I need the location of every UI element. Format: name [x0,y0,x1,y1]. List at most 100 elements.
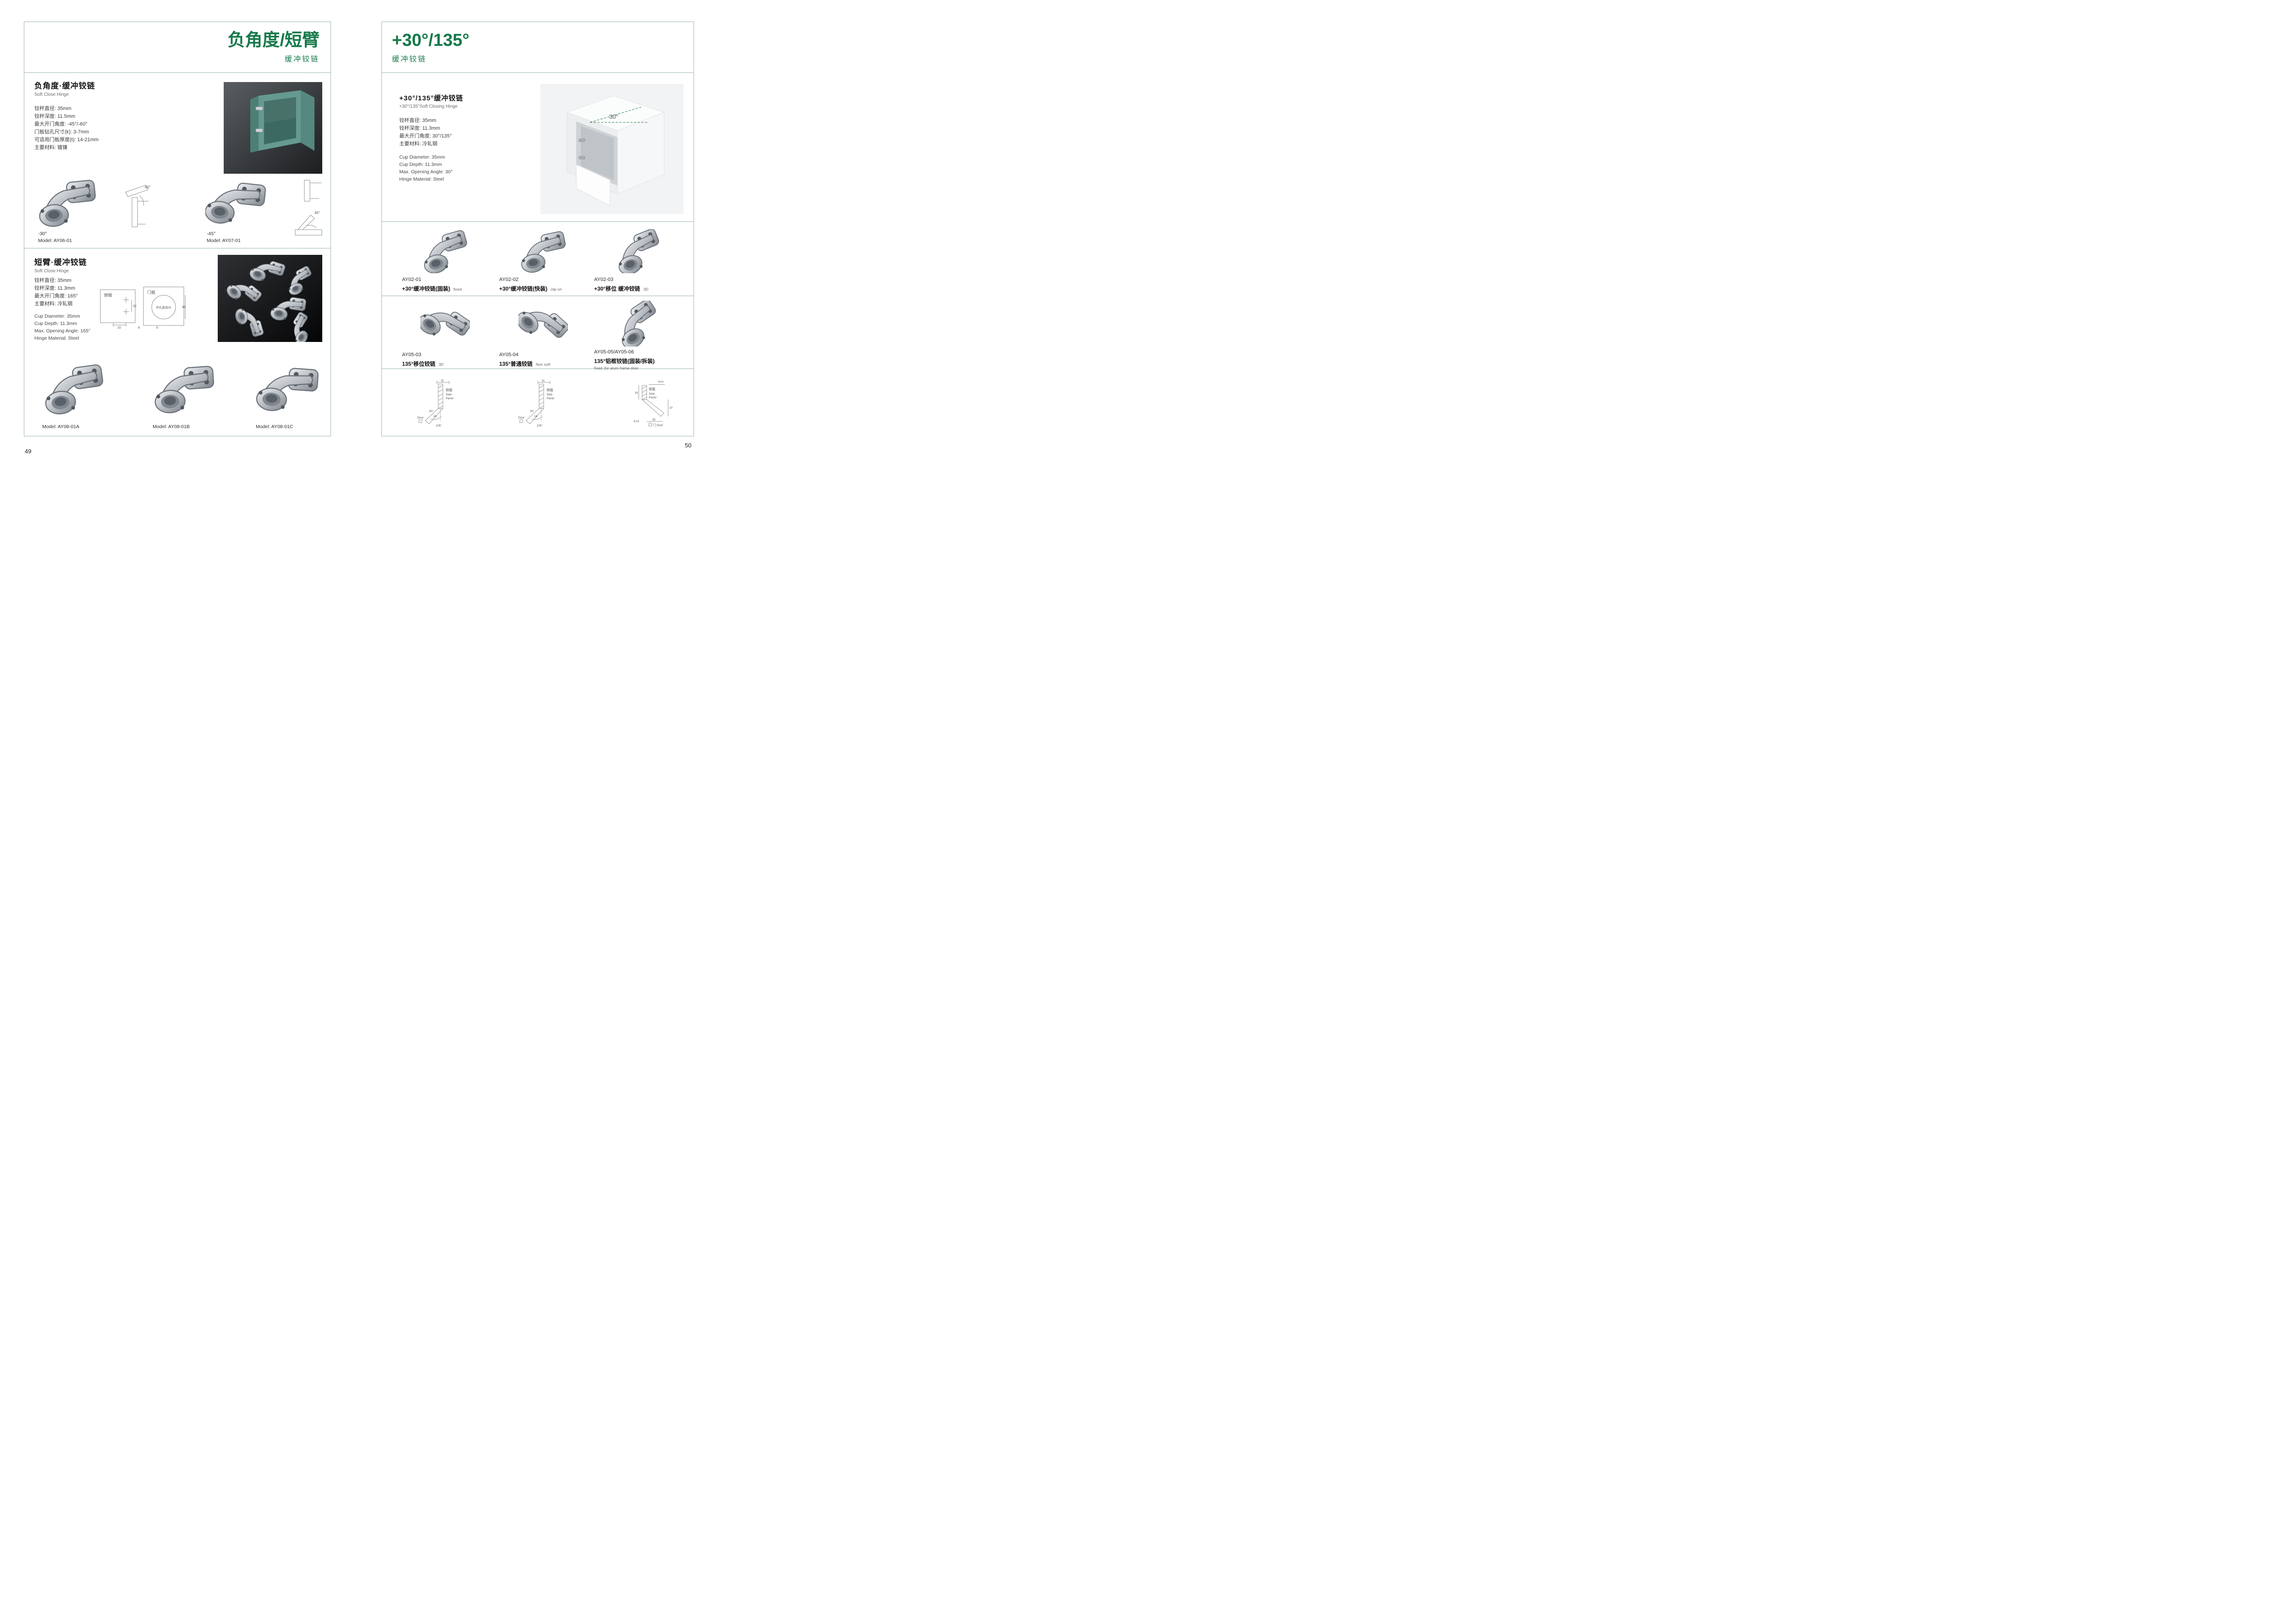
catalog-spread: 负角度/短臂 缓冲铰链 负角度·缓冲铰链 Soft Close Hinge 铰杯… [0,0,707,461]
spec-line: Max. Opening Angle: 165° [34,328,91,334]
product-name-text: 135°铝框铰链(固装/拆装) [594,358,655,364]
hinge-photo-ay08-01b [153,362,218,415]
section-subheading: Soft Close Hinge [34,92,69,97]
spec-line: 铰杯直径: 35mm [399,118,436,123]
spec-line: 最大开门角度: 30°/135° [399,133,452,139]
product-name-text: 135°移位铰链 [402,361,435,367]
spec-list-en: Cup Diameter: 35mm Cup Depth: 11.3mm Max… [399,154,452,183]
h-label: H=0 [658,380,664,384]
page-number-50: 50 [685,442,692,449]
left-page-header: 负角度/短臂 缓冲铰链 [24,22,331,73]
door-label: Door [417,416,424,419]
side-panel-en2: Panel [649,396,656,399]
k-label: K=5 [634,420,639,423]
technical-drawing-neg45: 45° [295,180,322,236]
section-heading: 负角度·缓冲铰链 [34,82,95,90]
spec-list-cn: 铰杯直径: 35mm 铰杯深度: 11.3mm 最大开门角度: 30°/135°… [399,117,452,148]
section-heading-block: +30°/135°缓冲铰链 +30°/135°Soft Closing Hing… [399,93,463,109]
spec-list-en: Cup Diameter: 35mm Cup Depth: 11.3mm Max… [34,313,90,342]
side-panel-en1: Side [649,392,655,396]
spec-line: Cup Diameter: 35mm [399,154,445,160]
product-code: AY02-02 [499,277,518,282]
product-cell-ay05-05: AY05-05/AY05-06 135°铝框铰链(固装/拆装)fixed ,fo… [594,349,655,370]
section-heading-block: 负角度·缓冲铰链 Soft Close Hinge [34,79,95,97]
dim-top: 31 [542,379,545,382]
product-code: AY02-03 [594,277,613,282]
hinge-image [613,229,664,273]
section-30-135-intro: +30°/135°缓冲铰链 +30°/135°Soft Closing Hing… [382,73,694,222]
hinge-image [256,365,319,414]
hinge-photo-ay07-01 [205,176,267,228]
spec-line: 最大开门角度: -45°/-60° [34,121,88,127]
spec-line: 铰杯深度: 11.3mm [399,126,441,131]
teal-cabinet-photo [224,82,322,174]
product-name: 135°铝框铰链(固装/拆装) fixed ,for alum frame doo… [594,357,655,370]
product-model: Model: AY08-01C [256,424,293,429]
spec-line: Hinge Material: Steel [34,336,79,341]
drawing-angle-label: 45° [314,211,320,215]
dim-top: 31 [441,379,445,382]
product-name-text: +30°缓冲铰链(快装) [499,286,548,292]
section-heading: 短臂·缓冲铰链 [34,258,87,267]
side-panel-label: 侧板 [104,292,112,297]
dim-10: 10 [117,326,121,329]
spec-line: Max. Opening Angle: 30° [399,169,453,175]
spec-line: 可适用门板厚度(t): 14-21mm [34,137,99,143]
hinge-photo-ay08-01c [256,362,321,415]
product-name-text: +30°缓冲铰链(固装) [402,286,451,292]
dim-19: 19 [634,391,638,395]
product-tag: 3D [438,362,444,367]
drawing-angle-label: 60° [145,185,150,189]
product-cell-ay02-01: AY02-01 +30°缓冲铰链(固装)fixed [402,277,462,292]
white-cabinet-photo: 30° [540,84,683,214]
hinge-image [420,229,471,273]
hinge-image [42,363,107,415]
product-tag: fixed [453,287,462,292]
product-angle: -45° [207,231,216,237]
product-model: Model: AY06-01 [38,238,72,243]
hinge-photo-ay02-02 [518,229,569,273]
installation-drawing-2: 31 侧板 Side Panel 30° 16 105° Door [518,379,554,427]
hinge-image [153,365,216,414]
spec-line: 铰杯深度: 11.5mm [34,114,76,119]
section-subheading: +30°/135°Soft Closing Hinge [399,104,458,109]
product-label-ay08-01a: Model: AY08-01A [42,424,79,430]
product-label-ay06-01: -30° Model: AY06-01 [38,231,72,244]
spec-line: 铰杯直径: 35mm [34,278,72,283]
page-number-49: 49 [25,448,32,455]
section-heading-block: 短臂·缓冲铰链 Soft Close Hinge [34,256,87,274]
page-title: 负角度/短臂 [227,31,320,50]
product-code: AY05-03 [402,352,421,358]
section-short-arm: 短臂·缓冲铰链 Soft Close Hinge 铰杯直径: 35mm 铰杯深度… [24,248,331,437]
dim-48: 48 [182,306,186,309]
dim-angle-door: 30° [530,409,534,413]
hinge-image [613,301,663,347]
product-tag: fixed ,for alum frame door [594,366,639,370]
page-title: +30°/135° [392,31,469,50]
spec-line: Cup Depth: 11.3mm [399,162,442,167]
teal-cabinet-illustration [224,82,322,174]
hinge-image [518,230,569,273]
hinge-photo-ay05-04 [518,301,568,347]
section-heading: +30°/135°缓冲铰链 [399,94,463,102]
spec-line: Cup Depth: 11.3mm [34,321,77,326]
door-label: 门 Door [653,423,664,427]
product-name-text: 135°普通铰链 [499,361,533,367]
dim-37: 37 [669,407,673,410]
product-model: Model: AY07-01 [207,238,241,243]
page-49: 负角度/短臂 缓冲铰链 负角度·缓冲铰链 Soft Close Hinge 铰杯… [24,22,331,436]
hinge-image [518,301,568,347]
product-name: +30°缓冲铰链(快装)clip on [499,285,562,292]
product-code: AY05-04 [499,352,518,358]
spec-line: 主要材料: 冷轧钢 [399,141,438,147]
spec-line: 主要材料: 镀镍 [34,145,68,150]
spec-line: 门板钻孔尺寸(k): 3-7mm [34,129,89,135]
installation-drawing-3: H=0 19 侧板 Side Panel 37 35 K=5 门 Door [634,380,673,427]
dim-35: 35 [652,418,656,421]
